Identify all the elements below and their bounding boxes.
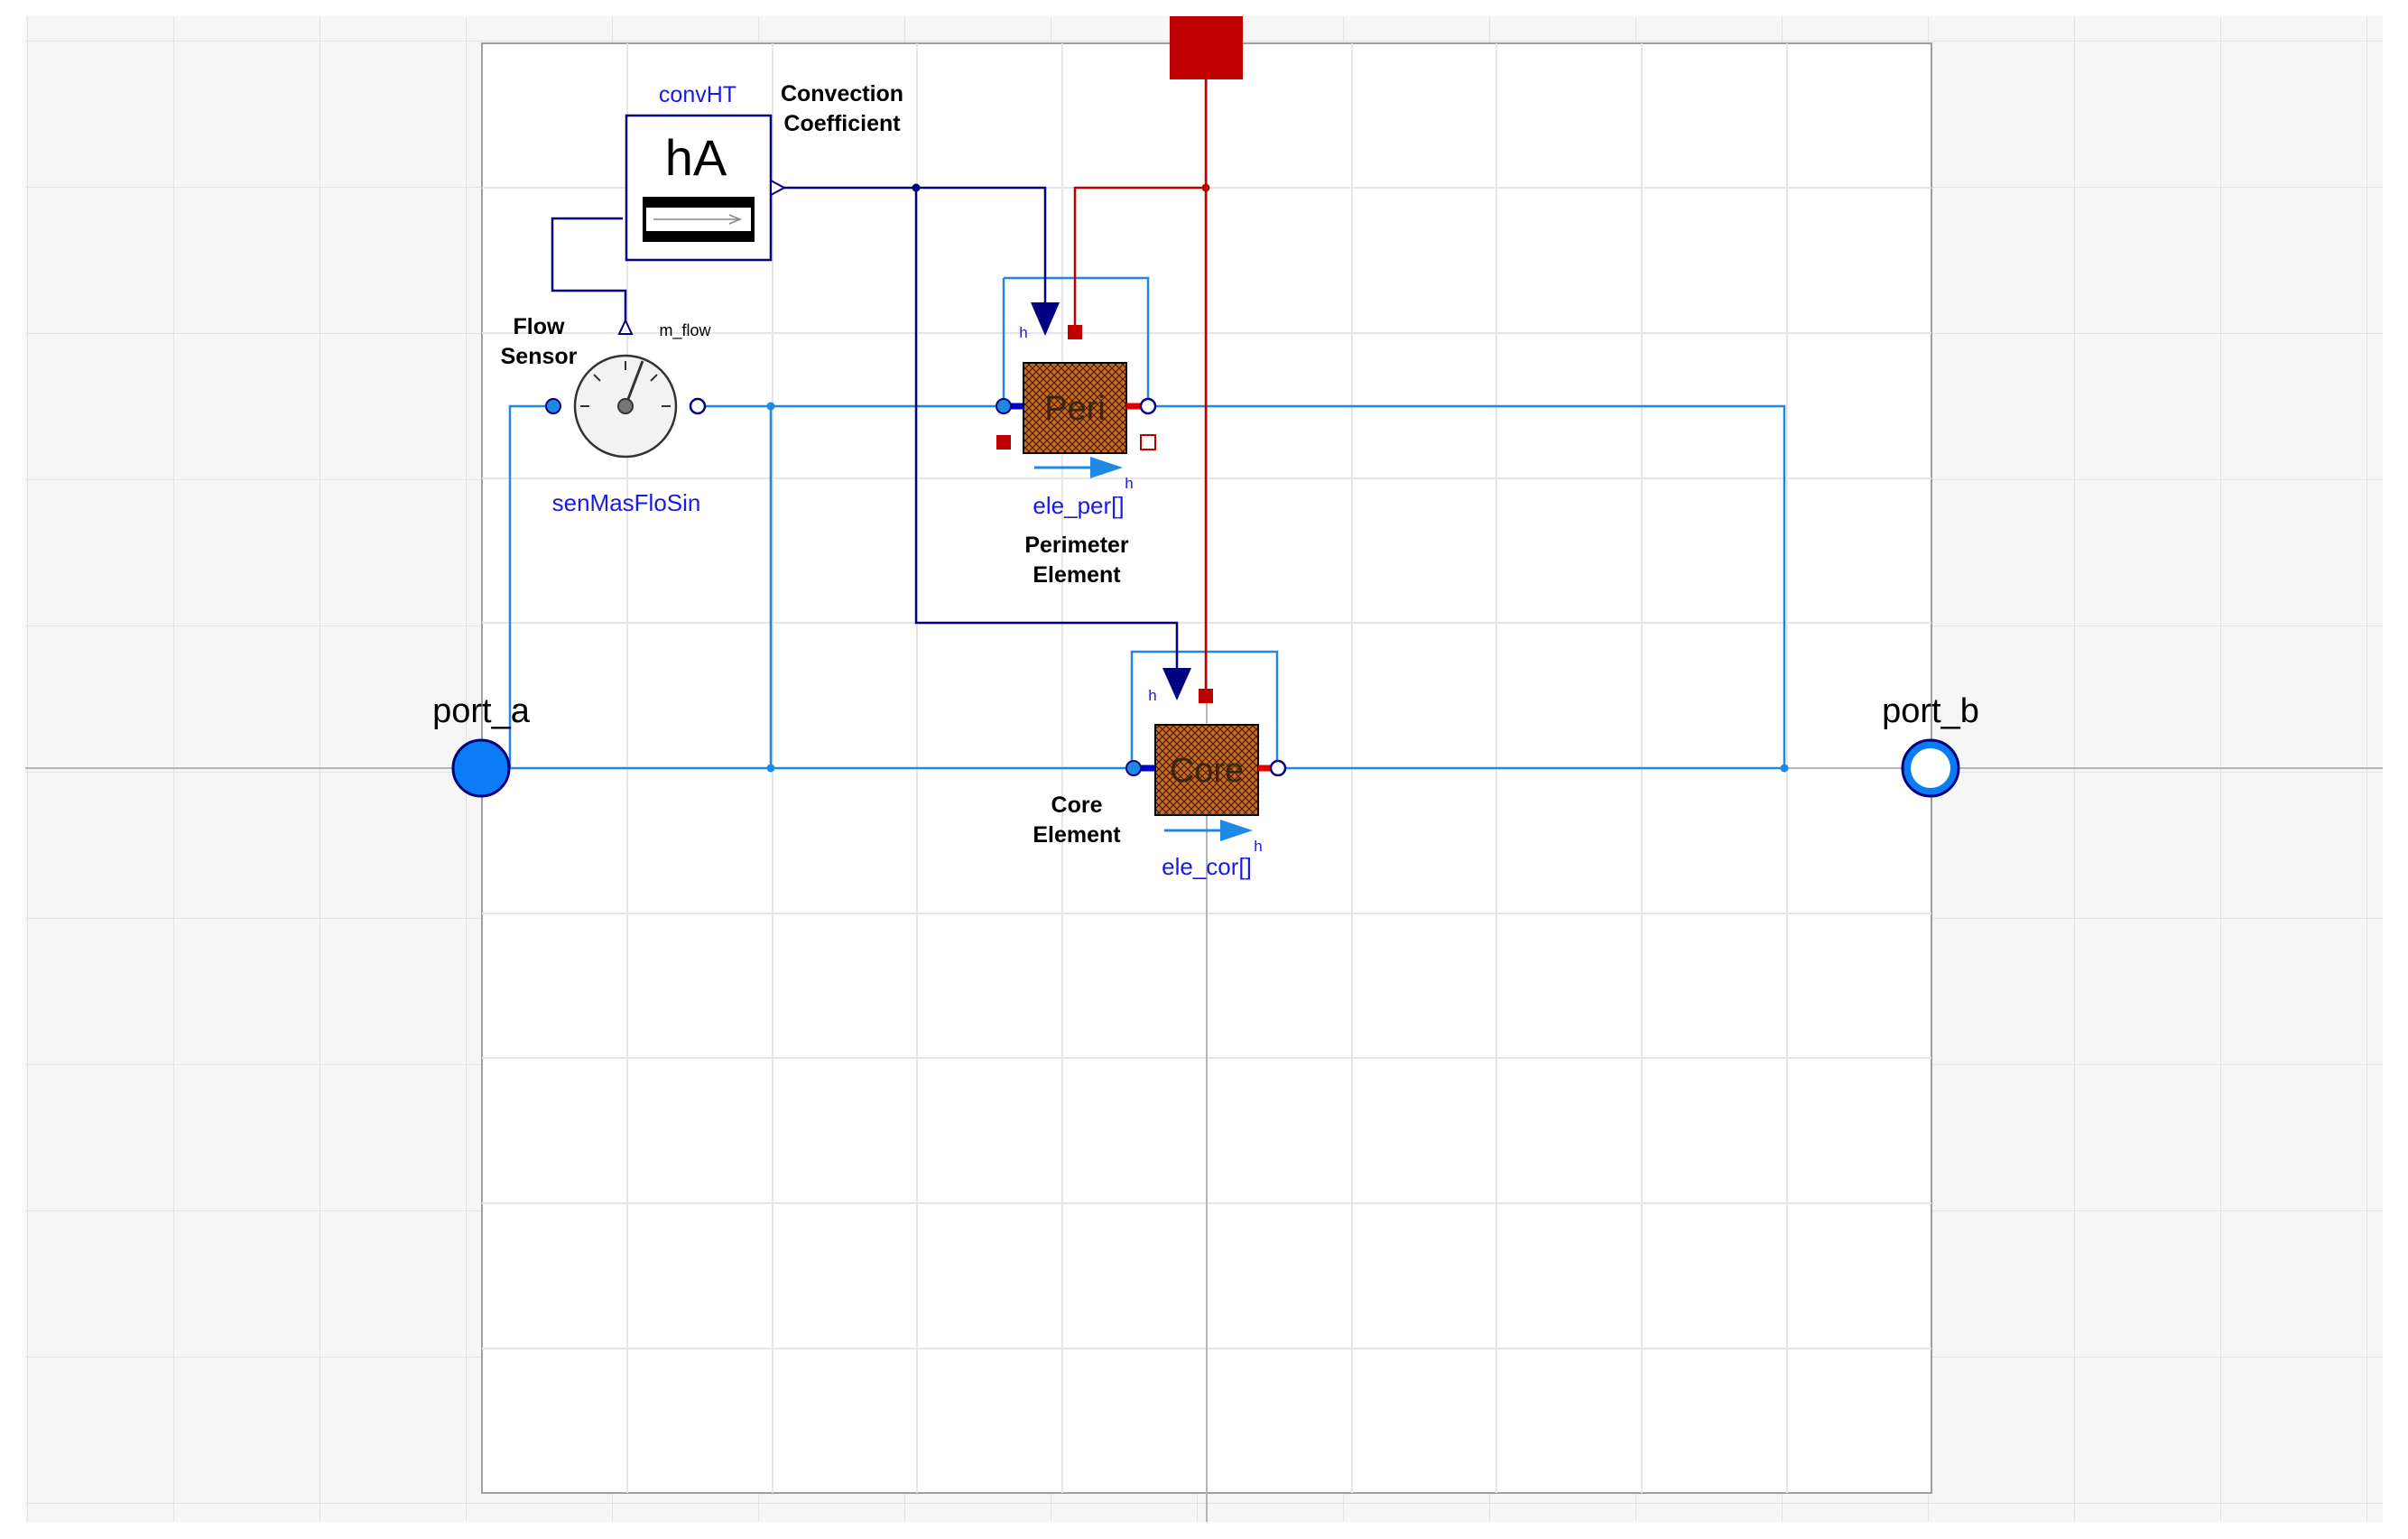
peri-port-a[interactable] (996, 398, 1012, 414)
flow-sensor-port-b[interactable] (689, 397, 707, 415)
port-b[interactable] (1901, 738, 1960, 798)
core-flow-arrow (1220, 820, 1253, 841)
port-a[interactable] (451, 738, 511, 798)
core-name: ele_cor[] (1162, 853, 1252, 880)
peri-heat-port[interactable] (1068, 325, 1082, 339)
heat-port-top[interactable] (1170, 16, 1243, 79)
peri-description-line1: Perimeter (1024, 533, 1129, 558)
core-h-input[interactable] (1162, 668, 1191, 700)
heat-connections[interactable] (1073, 79, 1208, 695)
junction-dots (766, 183, 1789, 773)
peri-icon-text: Peri (1044, 390, 1106, 428)
convht-description-line1: Convection (781, 81, 903, 107)
port-a-label: port_a (432, 692, 531, 730)
core-heat-port[interactable] (1199, 689, 1213, 703)
flow-sensor-name: senMasFloSin (552, 489, 701, 516)
flow-sensor-output-label: m_flow (659, 321, 711, 340)
perimeter-element[interactable]: Peri (996, 302, 1157, 478)
flow-sensor-port-a[interactable] (545, 398, 561, 414)
convht-description-line2: Coefficient (783, 111, 901, 136)
flow-sensor-output[interactable] (617, 318, 634, 335)
port-b-label: port_b (1882, 692, 1979, 730)
peri-h-label-arrow: h (1125, 475, 1133, 492)
core-description-line1: Core (1051, 793, 1103, 818)
convht-name: convHT (659, 82, 736, 107)
peri-description-line2: Element (1033, 562, 1121, 588)
peri-name: ele_per[] (1033, 492, 1124, 519)
convht-icon-text: hA (665, 129, 727, 186)
peri-heat-port-right[interactable] (1140, 434, 1156, 450)
peri-h-input[interactable] (1031, 302, 1060, 336)
peri-flow-arrow (1090, 457, 1123, 478)
core-h-label-input: h (1148, 687, 1156, 704)
signal-connections[interactable] (551, 186, 1179, 677)
core-port-b[interactable] (1269, 759, 1287, 777)
flow-sensor[interactable] (545, 318, 707, 459)
peri-port-b[interactable] (1139, 397, 1157, 415)
convht-block[interactable]: hA (625, 114, 787, 262)
core-port-a[interactable] (1125, 760, 1142, 776)
fluid-connections[interactable] (508, 276, 1786, 770)
flow-sensor-description-line2: Sensor (501, 344, 578, 369)
core-h-label-arrow: h (1254, 838, 1262, 855)
core-icon-text: Core (1170, 752, 1244, 790)
peri-h-label-input: h (1019, 324, 1027, 341)
core-description-line2: Element (1033, 822, 1121, 848)
flow-sensor-description-line1: Flow (514, 314, 565, 339)
peri-heat-port-left[interactable] (996, 435, 1011, 450)
core-element[interactable]: Core (1125, 668, 1287, 841)
